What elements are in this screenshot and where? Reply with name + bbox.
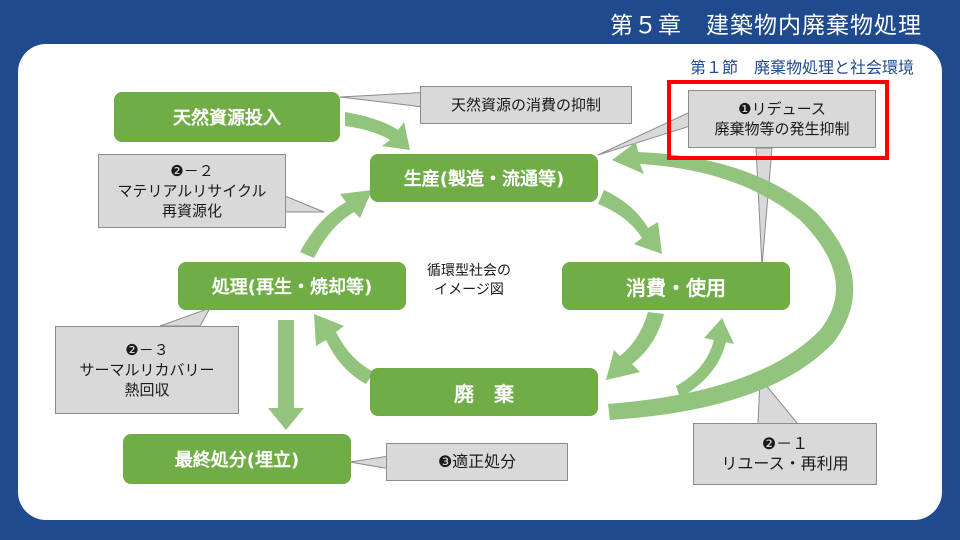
arrow-loop-to-production	[608, 142, 854, 420]
reduce-highlight-frame	[667, 80, 889, 160]
pointer-reduce-down	[755, 147, 773, 267]
callout-reuse: ❷－１ リユース・再利用	[693, 423, 877, 485]
arrow-treatment-to-production	[300, 190, 372, 258]
center-label-line-1: 循環型社会の	[427, 263, 511, 279]
arrow-treatment-to-final	[268, 320, 304, 430]
pointer-material-recycle	[284, 195, 325, 213]
pointer-thermal-recovery	[159, 307, 212, 327]
pointer-resource-control	[339, 91, 433, 109]
callout-thermal-recovery-line-2: サーマルリカバリー	[79, 361, 215, 379]
callout-material-recycle-line-2: マテリアルリサイクル	[117, 182, 267, 200]
callout-reduce-line-2: 廃棄物等の発生抑制	[714, 120, 850, 138]
callout-thermal-recovery-line-3: 熱回収	[124, 381, 170, 399]
arrow-disposal-to-consumption	[676, 318, 734, 398]
callout-material-recycle-line-1: ❷－２	[170, 162, 214, 180]
callout-reduce-line-1: ❶リデュース	[738, 100, 826, 118]
callout-thermal-recovery: ❷－３ サーマルリカバリー 熱回収	[55, 326, 239, 414]
node-consumption: 消費・使用	[562, 262, 790, 310]
callout-proper-disposal: ❸適正処分	[386, 443, 568, 481]
center-label: 循環型社会の イメージ図	[414, 262, 524, 300]
callout-material-recycle: ❷－２ マテリアルリサイクル 再資源化	[98, 154, 286, 228]
section-title: 第１節 廃棄物処理と社会環境	[689, 58, 914, 77]
callout-resource-control-text: 天然資源の消費の抑制	[450, 96, 601, 114]
node-production: 生産(製造・流通等)	[370, 154, 598, 202]
node-disposal: 廃 棄	[370, 368, 598, 416]
center-label-line-2: イメージ図	[434, 282, 504, 298]
arrow-resources-to-production	[345, 112, 410, 150]
arrow-disposal-to-treatment	[314, 314, 374, 384]
callout-reduce: ❶リデュース 廃棄物等の発生抑制	[688, 90, 876, 148]
callout-resource-control: 天然資源の消費の抑制	[420, 86, 632, 124]
callout-thermal-recovery-line-1: ❷－３	[125, 341, 169, 359]
node-treatment: 処理(再生・焼却等)	[178, 262, 406, 310]
node-natural-resources: 天然資源投入	[114, 92, 340, 142]
arrow-consumption-to-disposal	[606, 312, 664, 380]
chapter-title: 第５章 建築物内廃棄物処理	[610, 13, 922, 39]
callout-proper-disposal-text: ❸適正処分	[437, 452, 517, 471]
arrow-production-to-consumption	[598, 190, 662, 254]
callout-reuse-line-2: リユース・再利用	[721, 454, 849, 473]
arrow-group	[268, 112, 854, 430]
node-final-disposal: 最終処分(埋立)	[123, 434, 351, 484]
callout-reuse-line-1: ❷－１	[761, 434, 809, 453]
callout-material-recycle-line-3: 再資源化	[161, 202, 222, 220]
